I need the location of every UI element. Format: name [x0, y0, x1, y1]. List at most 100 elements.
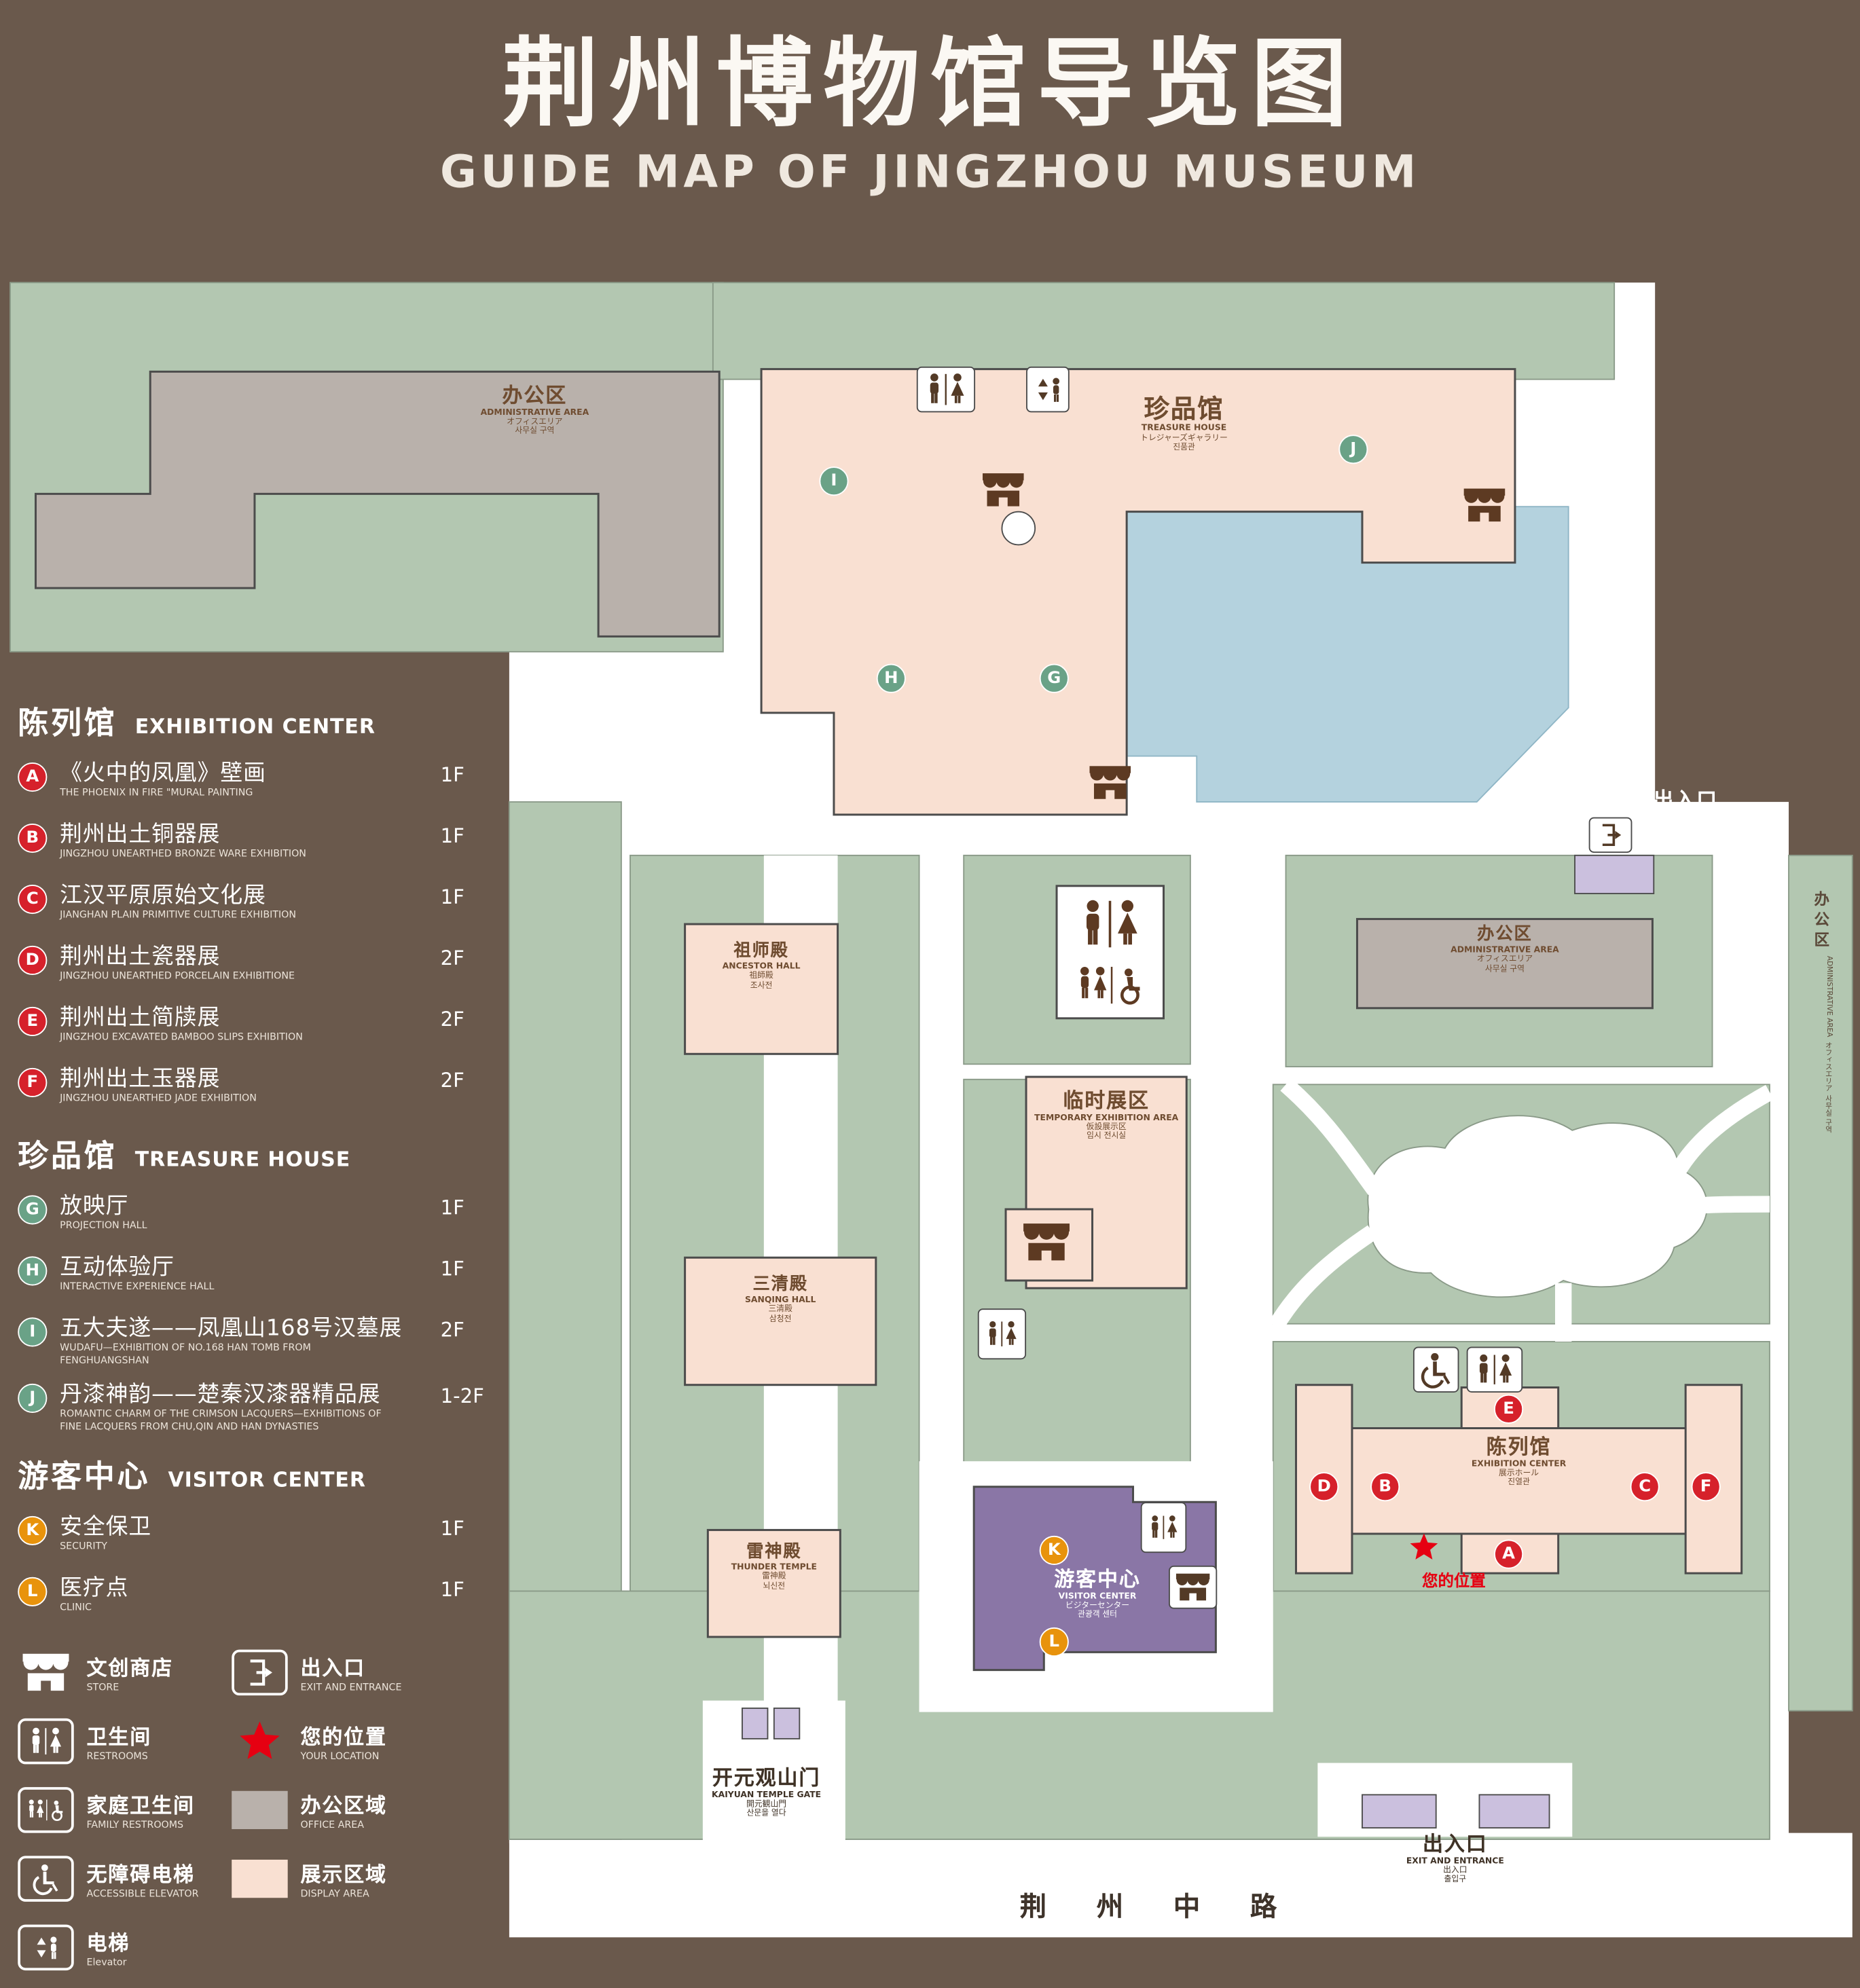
entrance-block-bottom-1 — [1362, 1794, 1437, 1829]
gate-block-left — [742, 1707, 769, 1740]
legend-item-L[interactable]: L 医疗点 CLINIC 1F — [18, 1575, 496, 1621]
admin-right-building[interactable] — [1355, 918, 1654, 1010]
map-marker-K[interactable]: K — [1039, 1535, 1069, 1565]
legend-item-K[interactable]: K 安全保卫 SECURITY 1F — [18, 1514, 496, 1560]
map-marker-F[interactable]: F — [1691, 1472, 1721, 1502]
restroom-icon — [916, 366, 976, 413]
legend-section-exhibition-center: 陈列馆 EXHIBITION CENTER — [18, 705, 376, 741]
exhibition-center-building[interactable] — [1294, 1384, 1743, 1575]
page-title: 荆州博物馆导览图 — [502, 26, 1358, 141]
legend-item-floor: 1-2F — [440, 1384, 484, 1408]
legend-item-floor: 1F — [440, 1196, 464, 1220]
map-marker-E[interactable]: E — [1494, 1394, 1524, 1424]
legend-item-name: 五大夫遂——凤凰山168号汉墓展 — [60, 1316, 403, 1342]
restroom-icon — [977, 1308, 1027, 1360]
legend-item-floor: 2F — [440, 1008, 464, 1031]
map-marker-C[interactable]: C — [1630, 1472, 1660, 1502]
map-marker-L[interactable]: L — [1039, 1627, 1069, 1657]
admin-strip-label: 办公区 ADMINISTRATIVE AREA オフィスエリア 사무실 구역 — [1812, 891, 1833, 1133]
marker-badge-H: H — [18, 1256, 48, 1286]
map-marker-A[interactable]: A — [1494, 1539, 1524, 1569]
legend-item-name-en: JINGZHOU UNEARTHED PORCELAIN EXHIBITIONE — [60, 970, 295, 982]
map-marker-H[interactable]: H — [876, 663, 906, 693]
family-restroom-icon — [1072, 960, 1148, 1011]
marker-badge-B: B — [18, 823, 48, 853]
legend-item-name-en: SECURITY — [60, 1540, 108, 1551]
entrance-block-top-right — [1574, 854, 1655, 895]
exit-icon — [1588, 817, 1633, 853]
legend-item-name: 荆州出土简牍展 — [60, 1006, 221, 1031]
green-topband — [712, 282, 1616, 380]
sanqing-hall-label: 三清殿 SANQING HALL 三清殿 삼청전 — [745, 1274, 816, 1323]
admin-topleft-building[interactable] — [34, 370, 721, 638]
store-icon — [1019, 1219, 1074, 1265]
marker-badge-K: K — [18, 1515, 48, 1545]
legend-item-F[interactable]: F 荆州出土玉器展 JINGZHOU UNEARTHED JADE EXHIBI… — [18, 1067, 496, 1112]
legend-item-name-en: JIANGHAN PLAIN PRIMITIVE CULTURE EXHIBIT… — [60, 908, 297, 921]
thunder-temple-label: 雷神殿 THUNDER TEMPLE 雷神殿 뇌신전 — [731, 1541, 817, 1591]
road — [509, 1833, 1853, 1938]
legend-item-I[interactable]: I 五大夫遂——凤凰山168号汉墓展 WUDAFU—EXHIBITION OF … — [18, 1316, 496, 1367]
restroom-icon — [18, 1718, 74, 1764]
admin-right-label: 办公区 ADMINISTRATIVE AREA オフィスエリア 사무실 구역 — [1451, 924, 1559, 974]
legend-item-name-en: PROJECTION HALL — [60, 1219, 147, 1232]
accessible-elevator-icon — [1412, 1346, 1459, 1393]
legend-item-H[interactable]: H 互动体验厅 INTERACTIVE EXPERIENCE HALL 1F — [18, 1255, 496, 1300]
legend-item-floor: 1F — [440, 1578, 464, 1601]
your-location-star — [1408, 1531, 1440, 1563]
entrance-block-bottom-2 — [1478, 1794, 1550, 1829]
map-marker-G[interactable]: G — [1039, 663, 1069, 693]
legend-item-E[interactable]: E 荆州出土简牍展 JINGZHOU EXCAVATED BAMBOO SLIP… — [18, 1006, 496, 1051]
legend-item-floor: 2F — [440, 946, 464, 970]
restroom-icon — [1072, 896, 1148, 952]
legend-item-J[interactable]: J 丹漆神韵——楚秦汉漆器精品展 ROMANTIC CHARM OF THE C… — [18, 1382, 496, 1433]
page-subtitle: GUIDE MAP OF JINGZHOU MUSEUM — [440, 147, 1420, 199]
marker-badge-J: J — [18, 1383, 48, 1413]
map-marker-B[interactable]: B — [1370, 1472, 1400, 1502]
exit-bottom-label: 出入口 EXIT AND ENTRANCE 出入口 출입구 — [1406, 1831, 1504, 1885]
display-area-swatch — [232, 1859, 288, 1898]
map-marker-I[interactable]: I — [819, 466, 849, 496]
treasure-house-building[interactable] — [760, 368, 1516, 816]
legend-item-name-en: JINGZHOU UNEARTHED BRONZE WARE EXHIBITIO… — [60, 847, 306, 860]
legend-item-floor: 1F — [440, 763, 464, 787]
legend-item-A[interactable]: A 《火中的凤凰》壁画 THE PHOENIX IN FIRE "MURAL P… — [18, 761, 496, 807]
family-restroom-icon — [18, 1786, 74, 1833]
thunder-temple-building[interactable] — [706, 1528, 841, 1638]
marker-badge-E: E — [18, 1006, 48, 1037]
legend-item-G[interactable]: G 放映厅 PROJECTION HALL 1F — [18, 1194, 496, 1240]
legend-item-name: 丹漆神韵——楚秦汉漆器精品展 — [60, 1382, 381, 1408]
legend-item-name-en: THE PHOENIX IN FIRE "MURAL PAINTING — [60, 786, 253, 798]
legend-item-floor: 1F — [440, 885, 464, 909]
ancestor-hall-building[interactable] — [684, 923, 839, 1055]
legend-section-treasure-house: 珍品馆 TREASURE HOUSE — [18, 1138, 351, 1174]
legend-item-name: 安全保卫 — [60, 1514, 152, 1540]
exit-icon — [232, 1649, 288, 1695]
map-marker-J[interactable]: J — [1338, 435, 1368, 464]
legend-item-name: 江汉平原原始文化展 — [60, 883, 266, 909]
marker-badge-A: A — [18, 762, 48, 792]
marker-badge-L: L — [18, 1577, 48, 1606]
legend-item-B[interactable]: B 荆州出土铜器展 JINGZHOU UNEARTHED BRONZE WARE… — [18, 822, 496, 868]
legend-item-C[interactable]: C 江汉平原原始文化展 JIANGHAN PLAIN PRIMITIVE CUL… — [18, 883, 496, 929]
treasure-house-courtyard — [1001, 511, 1036, 546]
legend-item-name-en: INTERACTIVE EXPERIENCE HALL — [60, 1281, 215, 1293]
marker-badge-F: F — [18, 1067, 48, 1098]
treasure-house-label: 珍品馆 TREASURE HOUSE トレジャーズギャラリー 진품관 — [1140, 393, 1228, 452]
ancestor-hall-label: 祖师殿 ANCESTOR HALL 祖師殿 조사전 — [722, 940, 801, 990]
map-marker-D[interactable]: D — [1309, 1472, 1339, 1502]
exhibition-center-label: 陈列馆 EXHIBITION CENTER 展示ホール 진열관 — [1471, 1434, 1567, 1488]
location-star-icon — [232, 1718, 287, 1763]
sanqing-hall-building[interactable] — [684, 1256, 877, 1386]
store-icon — [978, 471, 1029, 509]
legend-item-D[interactable]: D 荆州出土瓷器展 JINGZHOU UNEARTHED PORCELAIN E… — [18, 944, 496, 990]
gate-block-right — [773, 1707, 801, 1740]
